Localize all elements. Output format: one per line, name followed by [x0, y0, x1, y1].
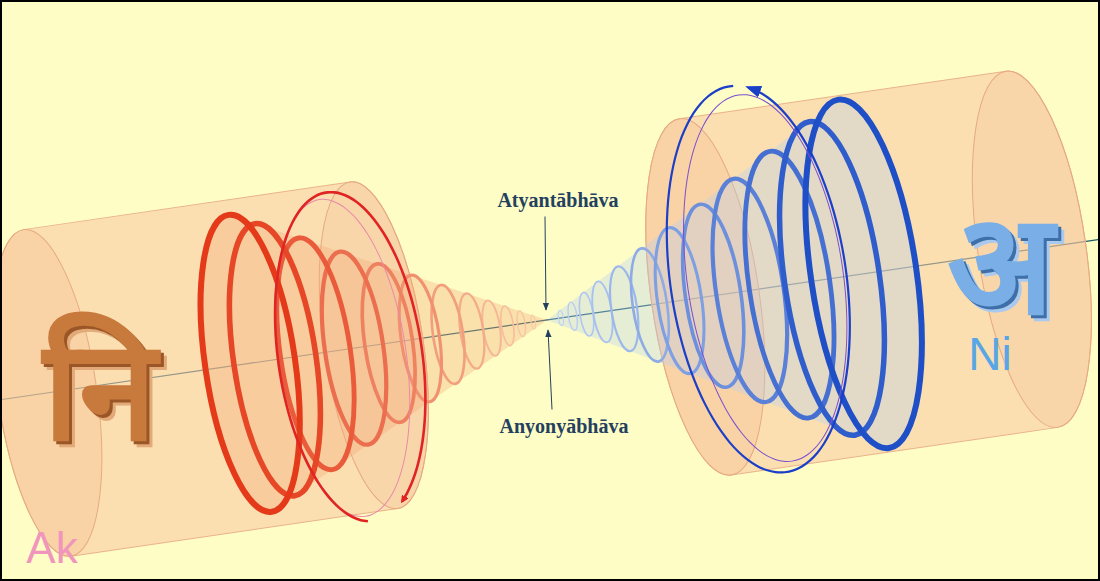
cone-ring — [557, 310, 564, 326]
label-box: अ — [947, 184, 1054, 345]
pointer-line — [545, 217, 546, 311]
cone-ring — [762, 115, 902, 442]
devanagari-glyph: नि — [43, 310, 157, 471]
cone-ring — [530, 315, 536, 329]
rotation-outline — [256, 190, 429, 525]
cone-ring — [214, 218, 335, 502]
syllable-label: Ni — [968, 328, 1011, 381]
label-box: Atyantābhāva — [497, 189, 618, 212]
cone-ring — [566, 301, 579, 331]
cone-ring — [426, 283, 470, 386]
rotation-arrow — [643, 74, 873, 485]
syllable-label: Ak — [26, 523, 77, 574]
label-box: Ni — [968, 328, 1011, 381]
cone-frame — [2, 39, 1100, 581]
cone-ring — [605, 264, 643, 353]
point-label: Anyonyābhāva — [500, 415, 629, 438]
label-box: Anyonyābhāva — [500, 415, 629, 438]
cone-ring — [730, 145, 849, 423]
rotation-arrow — [255, 182, 445, 531]
pointer-line — [548, 330, 552, 410]
cone-ring — [353, 260, 424, 425]
point-label: Atyantābhāva — [497, 189, 618, 212]
cone-ring — [786, 92, 941, 456]
cone-ring — [184, 208, 316, 518]
red-rings — [184, 173, 557, 518]
cone-ring — [516, 310, 527, 337]
devanagari-glyph: अ — [947, 184, 1054, 345]
label-box: Ak — [26, 523, 77, 574]
label-box: नि — [43, 310, 157, 471]
cone-ring — [455, 292, 489, 370]
